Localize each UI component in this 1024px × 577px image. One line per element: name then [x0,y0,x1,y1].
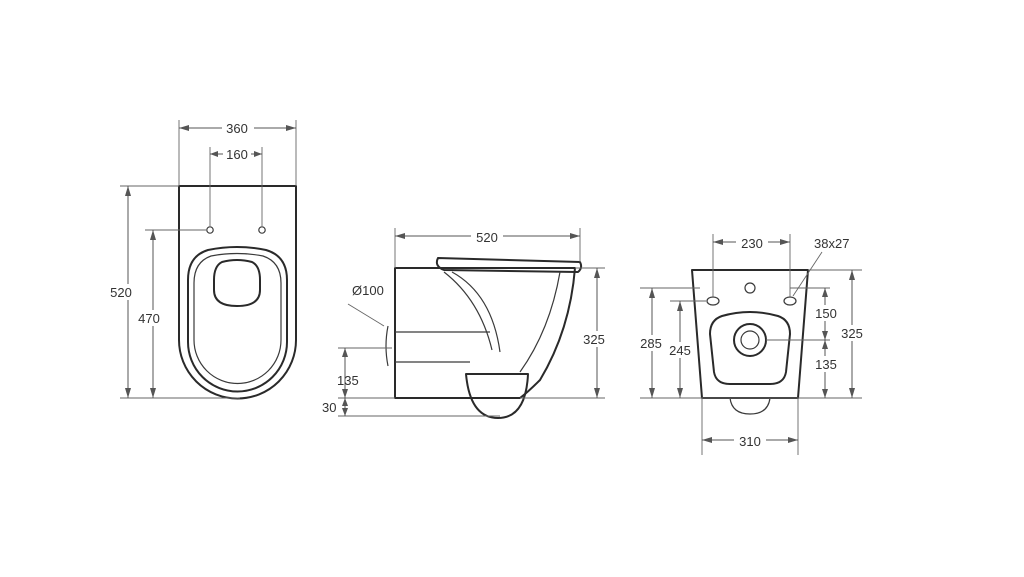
front-seat-ring [187,246,288,393]
back-inlet-ring [733,323,767,357]
front-hole-height-label: 470 [138,311,160,326]
side-outlet-spigot [385,325,490,367]
side-offset-label: 30 [322,400,336,415]
side-body-outline [394,267,576,399]
front-width-label: 360 [226,121,248,136]
front-fixing-hole-right [258,226,266,234]
back-bolt-slot-right [783,296,797,306]
back-bolt-slot-label: 38x27 [814,236,849,251]
front-view: 360 160 520 470 [110,119,297,400]
back-lower-label: 135 [815,357,837,372]
back-upper-label: 150 [815,306,837,321]
side-trapway [443,271,561,373]
back-inlet-center [740,330,760,350]
side-view: 520 Ø100 135 30 325 [322,228,610,419]
back-height-245-label: 245 [669,343,691,358]
side-outlet-height-label: 135 [337,373,359,388]
back-inlet-housing [709,311,791,385]
side-outlet-diameter-label: Ø100 [352,283,384,298]
back-total-height-label: 325 [841,326,863,341]
back-base-width-label: 310 [739,434,761,449]
back-outlet [729,397,771,415]
front-seat-inner [193,252,282,385]
side-seat-lid [435,257,583,273]
front-height-label: 520 [110,285,132,300]
back-height-285-label: 285 [640,336,662,351]
back-top-hole [744,282,756,294]
side-trap-section [465,373,529,419]
front-hole-spacing-label: 160 [226,147,248,162]
side-height-label: 325 [583,332,605,347]
front-bowl-outline [178,185,297,400]
front-bowl-opening [213,259,261,307]
side-length-label: 520 [476,230,498,245]
back-bolt-slot-left [706,296,720,306]
back-view: 230 38x27 150 135 325 285 245 [638,234,866,455]
back-bolt-spacing-label: 230 [741,236,763,251]
front-fixing-hole-left [206,226,214,234]
